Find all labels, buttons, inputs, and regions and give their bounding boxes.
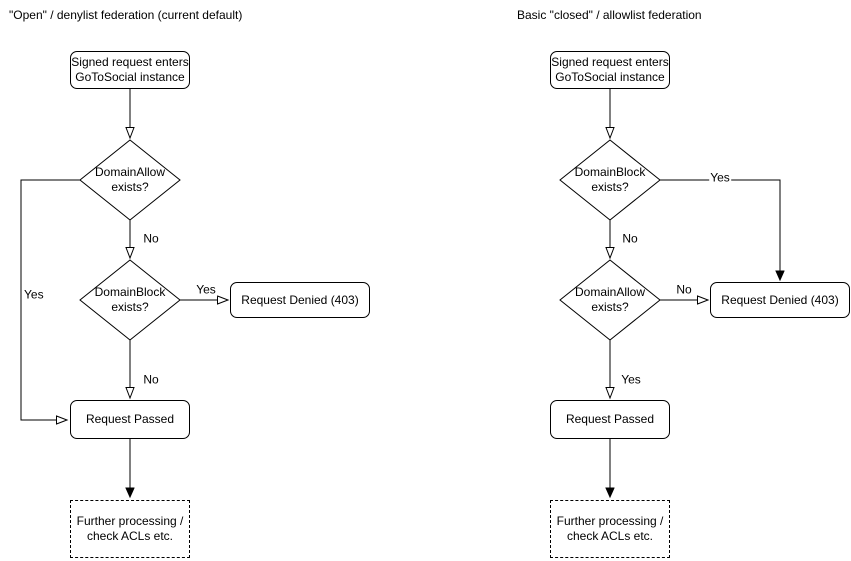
edge-label-closed-decision1-yes: Yes xyxy=(709,170,731,185)
node-open-further-processing: Further processing / check ACLs etc. xyxy=(70,500,190,558)
decision-shape-closed-domainblock xyxy=(559,139,661,221)
node-open-request-passed: Request Passed xyxy=(70,400,190,439)
node-closed-start: Signed request enters GoToSocial instanc… xyxy=(550,51,670,89)
diagram-title-open: "Open" / denylist federation (current de… xyxy=(9,8,243,22)
edge-label-open-decision2-no: No xyxy=(142,372,160,387)
node-open-request-denied: Request Denied (403) xyxy=(230,282,370,318)
diagram-title-closed: Basic "closed" / allowlist federation xyxy=(517,8,702,22)
edge-closed-decision1-yes-to-denied xyxy=(660,179,780,280)
decision-shape-closed-domainallow xyxy=(559,259,661,341)
node-closed-request-passed: Request Passed xyxy=(550,400,670,439)
node-closed-further-processing: Further processing / check ACLs etc. xyxy=(550,500,670,558)
node-closed-request-denied: Request Denied (403) xyxy=(710,282,850,318)
edge-label-closed-decision2-no: No xyxy=(675,282,693,297)
decision-shape-open-domainblock xyxy=(79,259,181,341)
node-open-start: Signed request enters GoToSocial instanc… xyxy=(70,51,190,89)
edge-label-open-decision2-yes: Yes xyxy=(195,282,217,297)
edge-label-closed-decision1-no: No xyxy=(621,231,639,246)
edge-label-open-decision1-no: No xyxy=(142,231,160,246)
edge-open-decision1-yes-to-passed xyxy=(20,179,80,425)
decision-shape-open-domainallow xyxy=(79,139,181,221)
edge-label-closed-decision2-yes: Yes xyxy=(620,372,642,387)
edge-label-open-decision1-yes: Yes xyxy=(23,287,45,302)
